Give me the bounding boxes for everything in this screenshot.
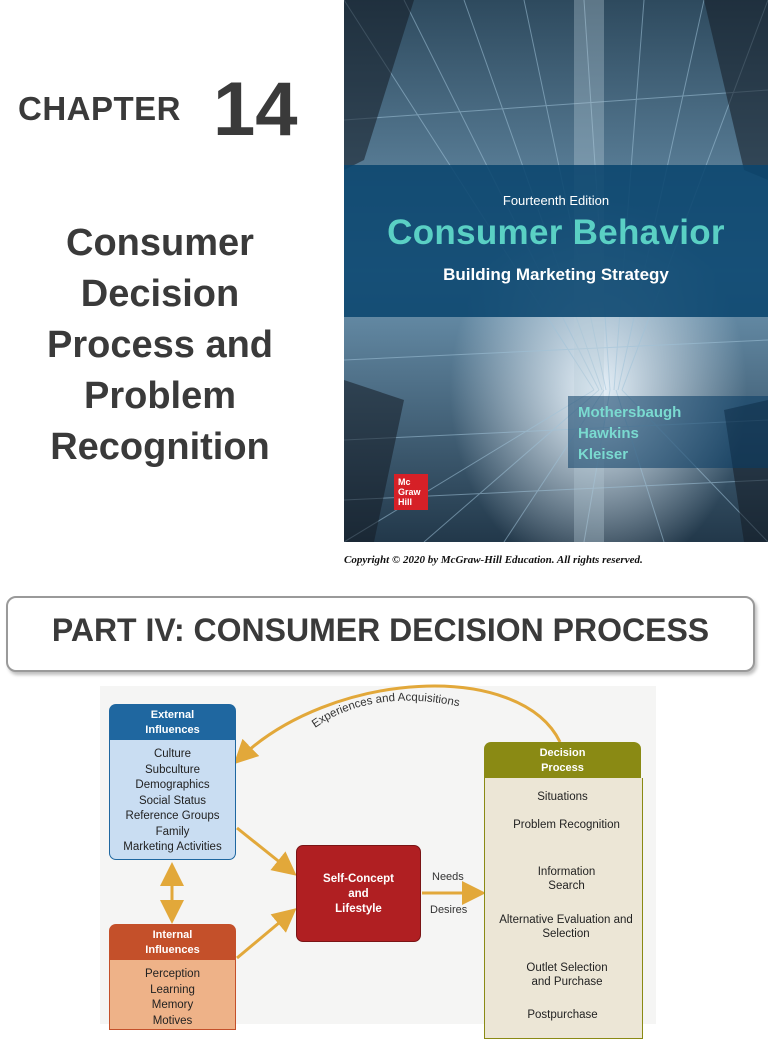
cover-authors: Mothersbaugh Hawkins Kleiser — [578, 402, 681, 465]
self-concept-text: Lifestyle — [335, 903, 382, 915]
mcgraw-hill-logo: Mc Graw Hill — [394, 474, 428, 510]
cover-subtitle: Building Marketing Strategy — [443, 265, 669, 284]
chapter-title: Consumer Decision Process and Problem Re… — [0, 218, 320, 473]
part-banner-box — [6, 596, 755, 672]
list-item: Memory — [151, 999, 194, 1011]
external-influences-header: External Influences — [109, 704, 236, 740]
list-item: Perception — [145, 968, 200, 980]
list-item: Culture — [153, 748, 192, 760]
chapter-title-line: Consumer — [66, 222, 254, 264]
internal-influences-header: Internal Influences — [109, 924, 236, 960]
list-item: Motives — [152, 1014, 193, 1027]
internal-influences-list: Perception Learning Memory Motives — [109, 960, 236, 1030]
feedback-arc-arrow — [233, 684, 562, 765]
needs-label: Needs — [432, 871, 464, 883]
decision-step: Postpurchase — [527, 1009, 598, 1021]
arc-label: Experiences and Acquisitions — [310, 692, 461, 731]
decision-process-header: Decision Process — [484, 742, 641, 778]
decision-process-body — [484, 778, 643, 1039]
header-text: Influences — [145, 944, 200, 956]
list-item: Subculture — [145, 763, 200, 776]
book-cover: Fourteenth Edition Consumer Behavior Bui… — [344, 0, 768, 542]
self-concept-text: and — [348, 888, 369, 900]
logo-text: Mc — [398, 477, 411, 487]
list-item: Reference Groups — [125, 810, 220, 822]
self-concept-box: Self-Concept and Lifestyle — [296, 845, 421, 942]
decision-step: Alternative Evaluation and Selection — [499, 914, 633, 940]
chapter-title-line: Recognition — [50, 426, 270, 468]
list-item: Demographics — [135, 779, 210, 791]
part-banner-title: PART IV: CONSUMER DECISION PROCESS — [51, 612, 710, 648]
cover-author: Kleiser — [578, 446, 629, 463]
cover-edition: Fourteenth Edition — [502, 193, 610, 208]
decision-step: Situations — [537, 791, 588, 803]
cover-author: Mothersbaugh — [578, 404, 682, 421]
chapter-label: CHAPTER — [18, 90, 182, 127]
self-concept-text: Self-Concept — [323, 873, 394, 885]
decision-step: Information Search — [537, 866, 596, 892]
cover-title: Consumer Behavior — [387, 213, 725, 252]
header-text: Influences — [145, 724, 200, 736]
list-item: Social Status — [138, 794, 207, 807]
chapter-number: 14 — [213, 67, 298, 152]
logo-text: Graw — [398, 487, 421, 497]
external-to-self-arrow — [236, 826, 297, 876]
cover-title-band — [344, 165, 768, 317]
copyright-notice: Copyright © 2020 by McGraw-Hill Educatio… — [344, 554, 643, 566]
list-item: Family — [155, 825, 190, 838]
decision-step: Outlet Selection and Purchase — [526, 962, 608, 988]
header-text: Process — [541, 762, 584, 774]
desires-label: Desires — [430, 904, 468, 916]
chapter-title-line: Decision — [80, 273, 240, 315]
chapter-title-line: Process and — [47, 324, 273, 366]
logo-text: Hill — [398, 497, 413, 507]
list-item: Learning — [150, 983, 195, 996]
header-text: External — [150, 709, 195, 721]
list-item: Marketing Activities — [123, 841, 222, 853]
decision-step: Problem Recognition — [513, 819, 620, 831]
external-influences-list: Culture Subculture Demographics Social S… — [109, 740, 236, 860]
cover-author: Hawkins — [578, 425, 639, 442]
internal-to-self-arrow — [236, 908, 297, 960]
header-text: Internal — [152, 929, 193, 941]
cover-authors-backdrop — [568, 396, 768, 468]
chapter-title-line: Problem — [83, 375, 237, 417]
header-text: Decision — [539, 747, 586, 759]
